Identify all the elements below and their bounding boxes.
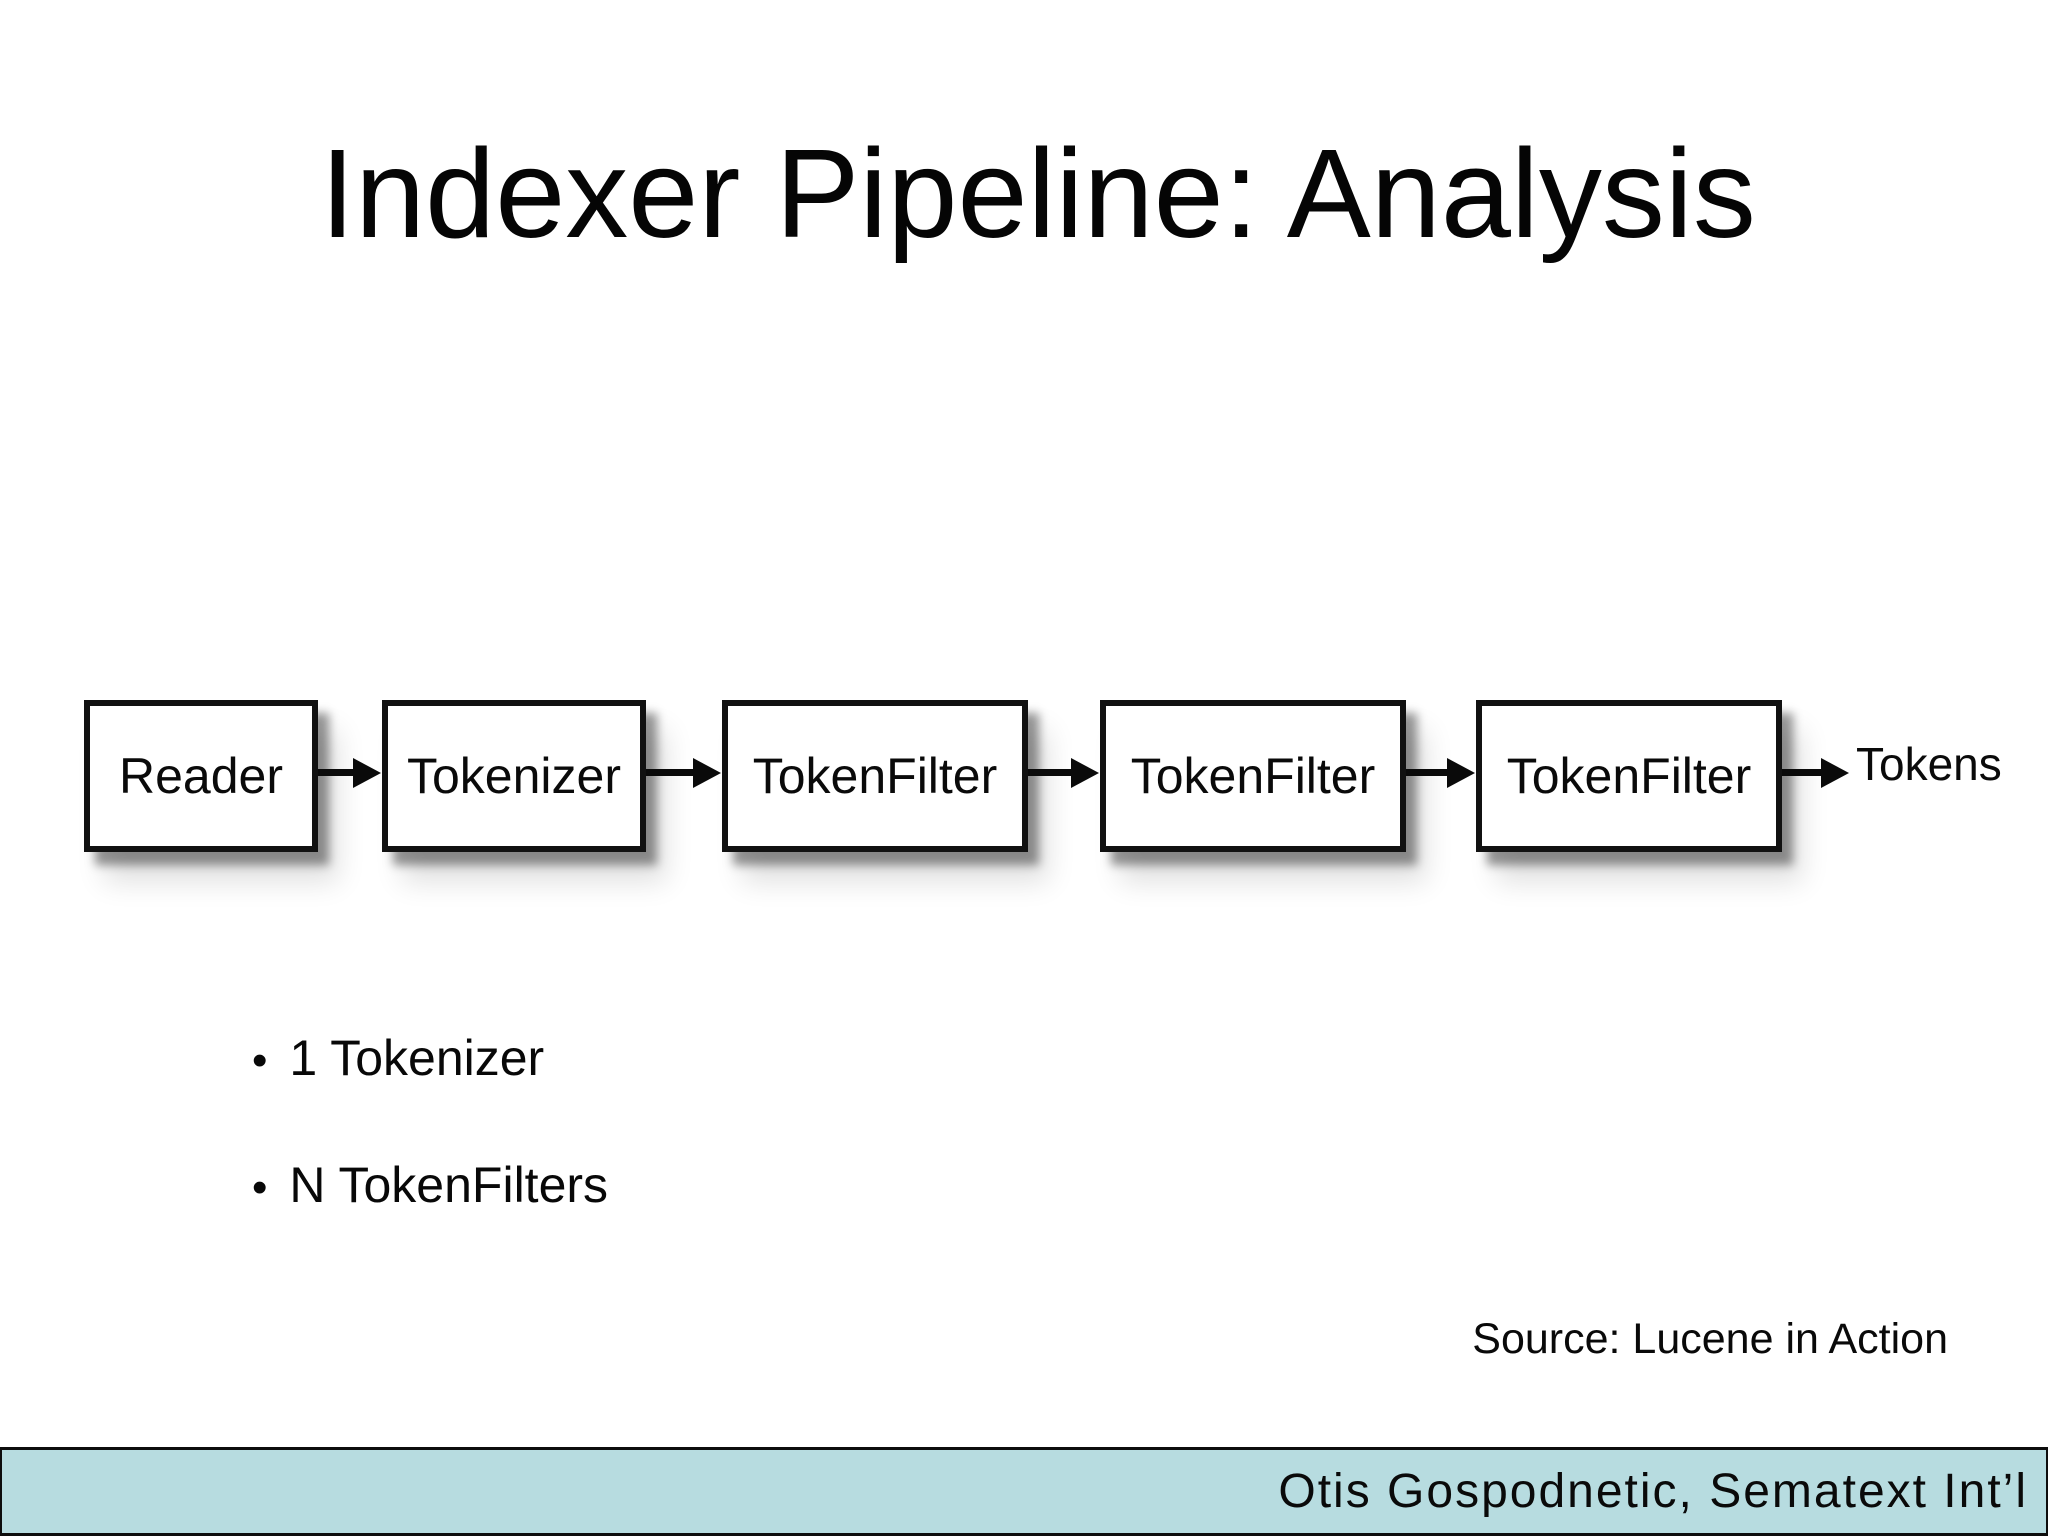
pipeline-box-tokenfilter-2: TokenFilter xyxy=(1100,700,1406,852)
bullet-dot-icon: • xyxy=(252,1163,268,1212)
source-attribution: Source: Lucene in Action xyxy=(1472,1315,1948,1363)
pipeline-box-tokenizer: Tokenizer xyxy=(382,700,646,852)
bullet-dot-icon: • xyxy=(252,1036,268,1085)
footer-bar: Otis Gospodnetic, Sematext Int’l xyxy=(0,1447,2048,1536)
pipeline-box-label: TokenFilter xyxy=(1130,748,1376,804)
flow-arrow-icon xyxy=(1028,769,1072,776)
pipeline-box-label: TokenFilter xyxy=(752,748,998,804)
flow-arrow-icon xyxy=(1406,769,1448,776)
pipeline-box-reader: Reader xyxy=(84,700,318,852)
bullet-item-tokenfilters: • N TokenFilters xyxy=(252,1160,608,1210)
bullet-item-tokenizer: • 1 Tokenizer xyxy=(252,1033,544,1083)
pipeline-output-label: Tokens xyxy=(1856,738,2002,790)
pipeline-box-label: Reader xyxy=(119,748,283,804)
flow-arrow-icon xyxy=(1782,769,1822,776)
pipeline-box-label: TokenFilter xyxy=(1506,748,1752,804)
flow-arrow-icon xyxy=(646,769,694,776)
bullet-text: 1 Tokenizer xyxy=(289,1030,545,1086)
bullet-text: N TokenFilters xyxy=(289,1157,609,1213)
pipeline-box-tokenfilter-1: TokenFilter xyxy=(722,700,1028,852)
slide-title: Indexer Pipeline: Analysis xyxy=(320,123,1756,264)
flow-arrow-icon xyxy=(318,769,354,776)
footer-author-text: Otis Gospodnetic, Sematext Int’l xyxy=(1278,1464,2028,1518)
pipeline-box-label: Tokenizer xyxy=(407,748,621,804)
pipeline-box-tokenfilter-3: TokenFilter xyxy=(1476,700,1782,852)
